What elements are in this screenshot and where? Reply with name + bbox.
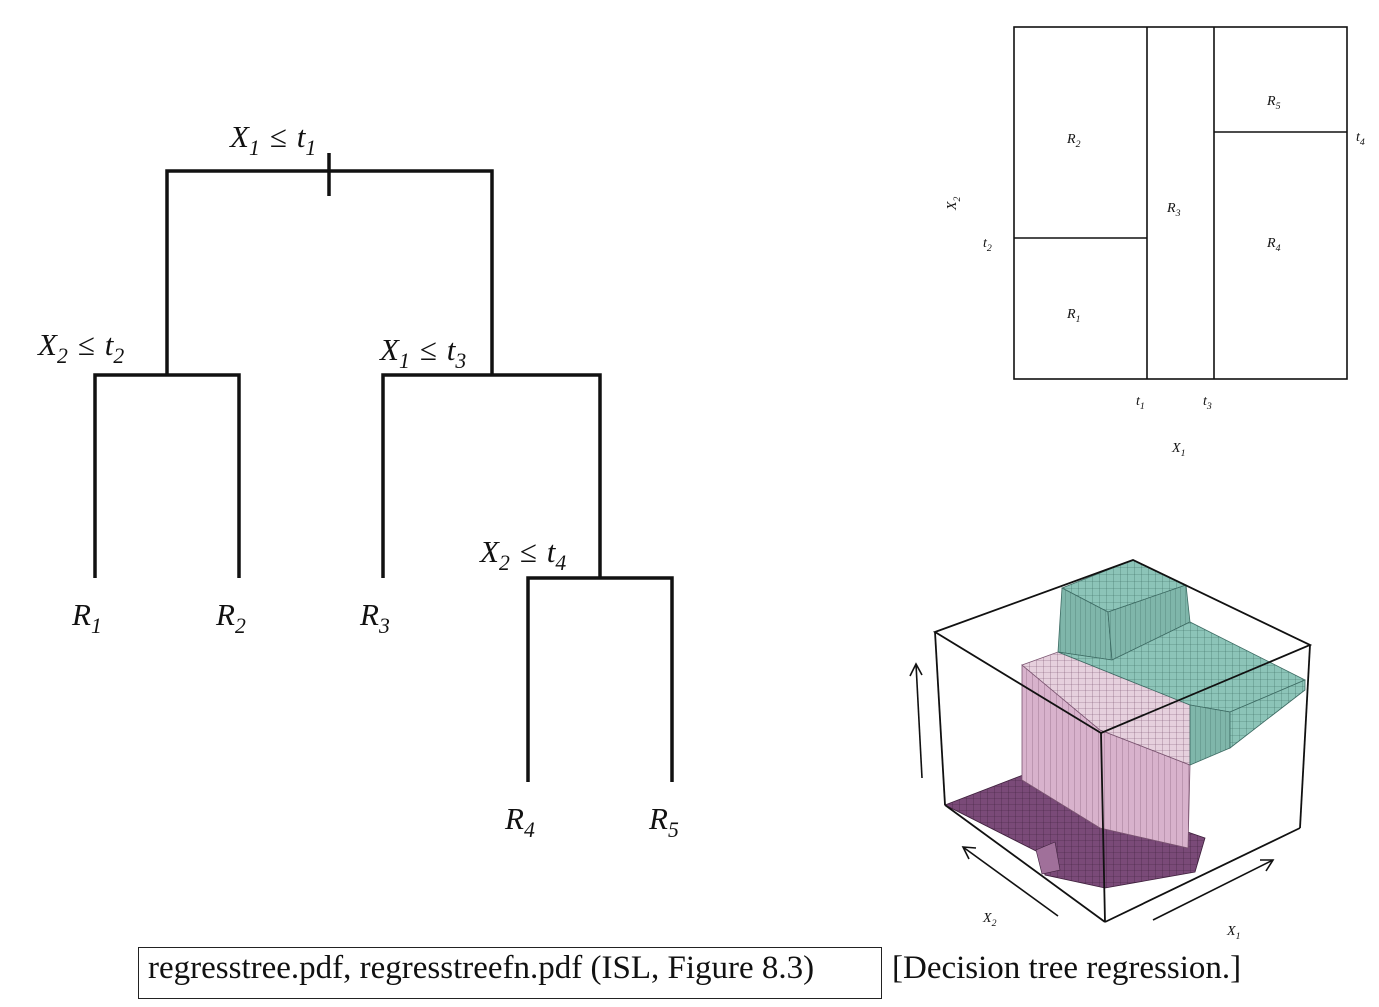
partition-frame bbox=[1013, 26, 1348, 380]
x-tick-t1: t1 bbox=[1136, 394, 1145, 412]
surface-box-bottom-right bbox=[1104, 827, 1301, 923]
region-label-r4: R4 bbox=[1266, 236, 1281, 254]
rightright-branch bbox=[526, 576, 674, 782]
y-axis-label: X2 bbox=[945, 196, 963, 211]
partition-plot bbox=[1013, 26, 1348, 380]
root-split-label: X1≤t1 bbox=[228, 119, 316, 160]
root-branch bbox=[165, 169, 494, 375]
leaf-label-r2: R2 bbox=[215, 597, 246, 638]
region-label-r3: R3 bbox=[1166, 201, 1181, 219]
surface-box-edge-front bbox=[1100, 732, 1106, 923]
surface-high-step bbox=[1189, 704, 1231, 766]
surface-high-strip bbox=[1229, 679, 1306, 749]
surface-x2-label: X2 bbox=[982, 911, 997, 929]
region-label-r2: R2 bbox=[1066, 132, 1081, 150]
leaf-label-r4: R4 bbox=[504, 801, 535, 842]
surface-box-bottom-left bbox=[944, 804, 1106, 923]
surface-plot: X2 X1 bbox=[909, 559, 1313, 942]
left-branch bbox=[93, 373, 241, 578]
region-label-r1: R1 bbox=[1066, 307, 1080, 325]
x1-axis-arrow bbox=[1152, 859, 1274, 921]
z-axis-arrow bbox=[915, 663, 923, 779]
left-split-label: X2≤t2 bbox=[36, 327, 124, 368]
y-tick-t4: t4 bbox=[1356, 130, 1365, 148]
caption-boxed-text: regresstree.pdf, regresstreefn.pdf (ISL,… bbox=[148, 950, 815, 986]
x2-axis-arrow bbox=[962, 846, 1059, 917]
leaf-label-r3: R3 bbox=[359, 597, 390, 638]
x-tick-t3: t3 bbox=[1203, 394, 1212, 412]
regression-tree bbox=[93, 153, 674, 782]
surface-notch bbox=[1035, 841, 1061, 875]
surface-box-edge-left bbox=[934, 631, 946, 806]
surface-box-edge-right bbox=[1299, 644, 1311, 829]
surface-x1-label: X1 bbox=[1226, 924, 1240, 942]
region-label-r5: R5 bbox=[1266, 94, 1281, 112]
right-branch bbox=[381, 373, 602, 578]
rightright-split-label: X2≤t4 bbox=[478, 534, 566, 575]
right-split-label: X1≤t3 bbox=[378, 332, 466, 373]
x-axis-label: X1 bbox=[1171, 441, 1185, 459]
leaf-label-r1: R1 bbox=[71, 597, 102, 638]
leaf-label-r5: R5 bbox=[648, 801, 679, 842]
caption-box bbox=[138, 947, 882, 999]
y-tick-t2: t2 bbox=[983, 236, 992, 254]
caption-description: [Decision tree regression.] bbox=[892, 950, 1242, 986]
